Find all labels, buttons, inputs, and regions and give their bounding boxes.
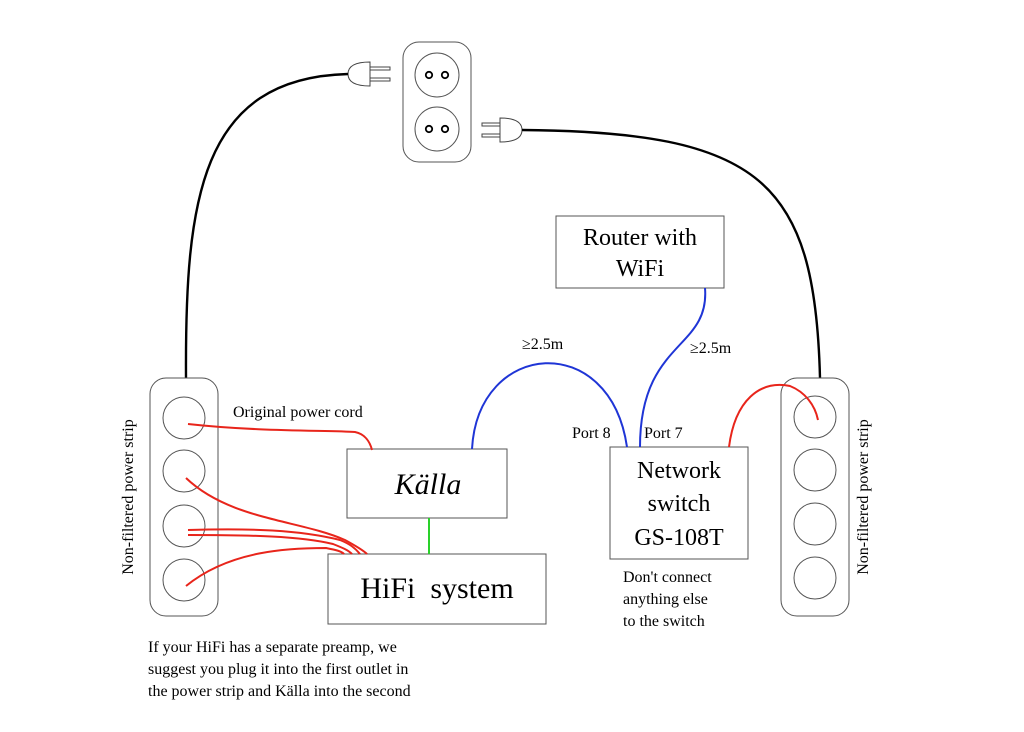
cable-length-label: ≥2.5m [690,340,732,357]
power-cable-hifi-1 [185,477,368,555]
preamp-note-line3: the power strip and Källa into the secon… [148,683,411,700]
kalla-box [346,448,508,519]
right-power-strip [780,377,850,617]
switch-label-line1: Network [637,458,721,484]
plug-icon [481,117,523,143]
switch-box [609,446,749,560]
kalla-label: Källa [394,468,462,501]
power-cable-switch [728,384,819,448]
hifi-label: HiFi system [360,572,513,605]
switch-note-line1: Don't connect [623,569,712,586]
preamp-note-line2: suggest you plug it into the first outle… [148,661,408,678]
cable-length-label: ≥2.5m [522,336,564,353]
mains-cable-left [184,72,349,379]
switch-label-line3: GS-108T [634,525,724,551]
router-label-line1: Router with [583,225,697,251]
wall-socket [402,41,472,163]
port-8-label: Port 8 [572,425,611,442]
mains-cable-right [521,128,822,379]
left-power-strip [149,377,219,617]
hifi-box [327,553,547,625]
switch-note-line2: anything else [623,591,708,608]
switch-label-line2: switch [648,491,711,517]
port-7-label: Port 7 [644,425,683,442]
preamp-note-line1: If your HiFi has a separate preamp, we [148,639,397,656]
power-cable-hifi-3 [187,534,353,555]
original-power-cord-label: Original power cord [233,404,363,421]
network-cable-kalla-switch [471,362,628,450]
plug-icon [347,61,391,87]
power-cable-hifi-2 [187,528,361,555]
left-strip-label: Non-filtered power strip [120,419,137,575]
network-cable-router-switch [639,287,707,448]
switch-note-line3: to the switch [623,613,705,630]
power-cable-kalla [187,423,373,451]
right-strip-label: Non-filtered power strip [855,419,872,575]
router-box [555,215,725,289]
power-cable-hifi-4 [185,546,345,587]
router-label-line2: WiFi [616,256,665,282]
